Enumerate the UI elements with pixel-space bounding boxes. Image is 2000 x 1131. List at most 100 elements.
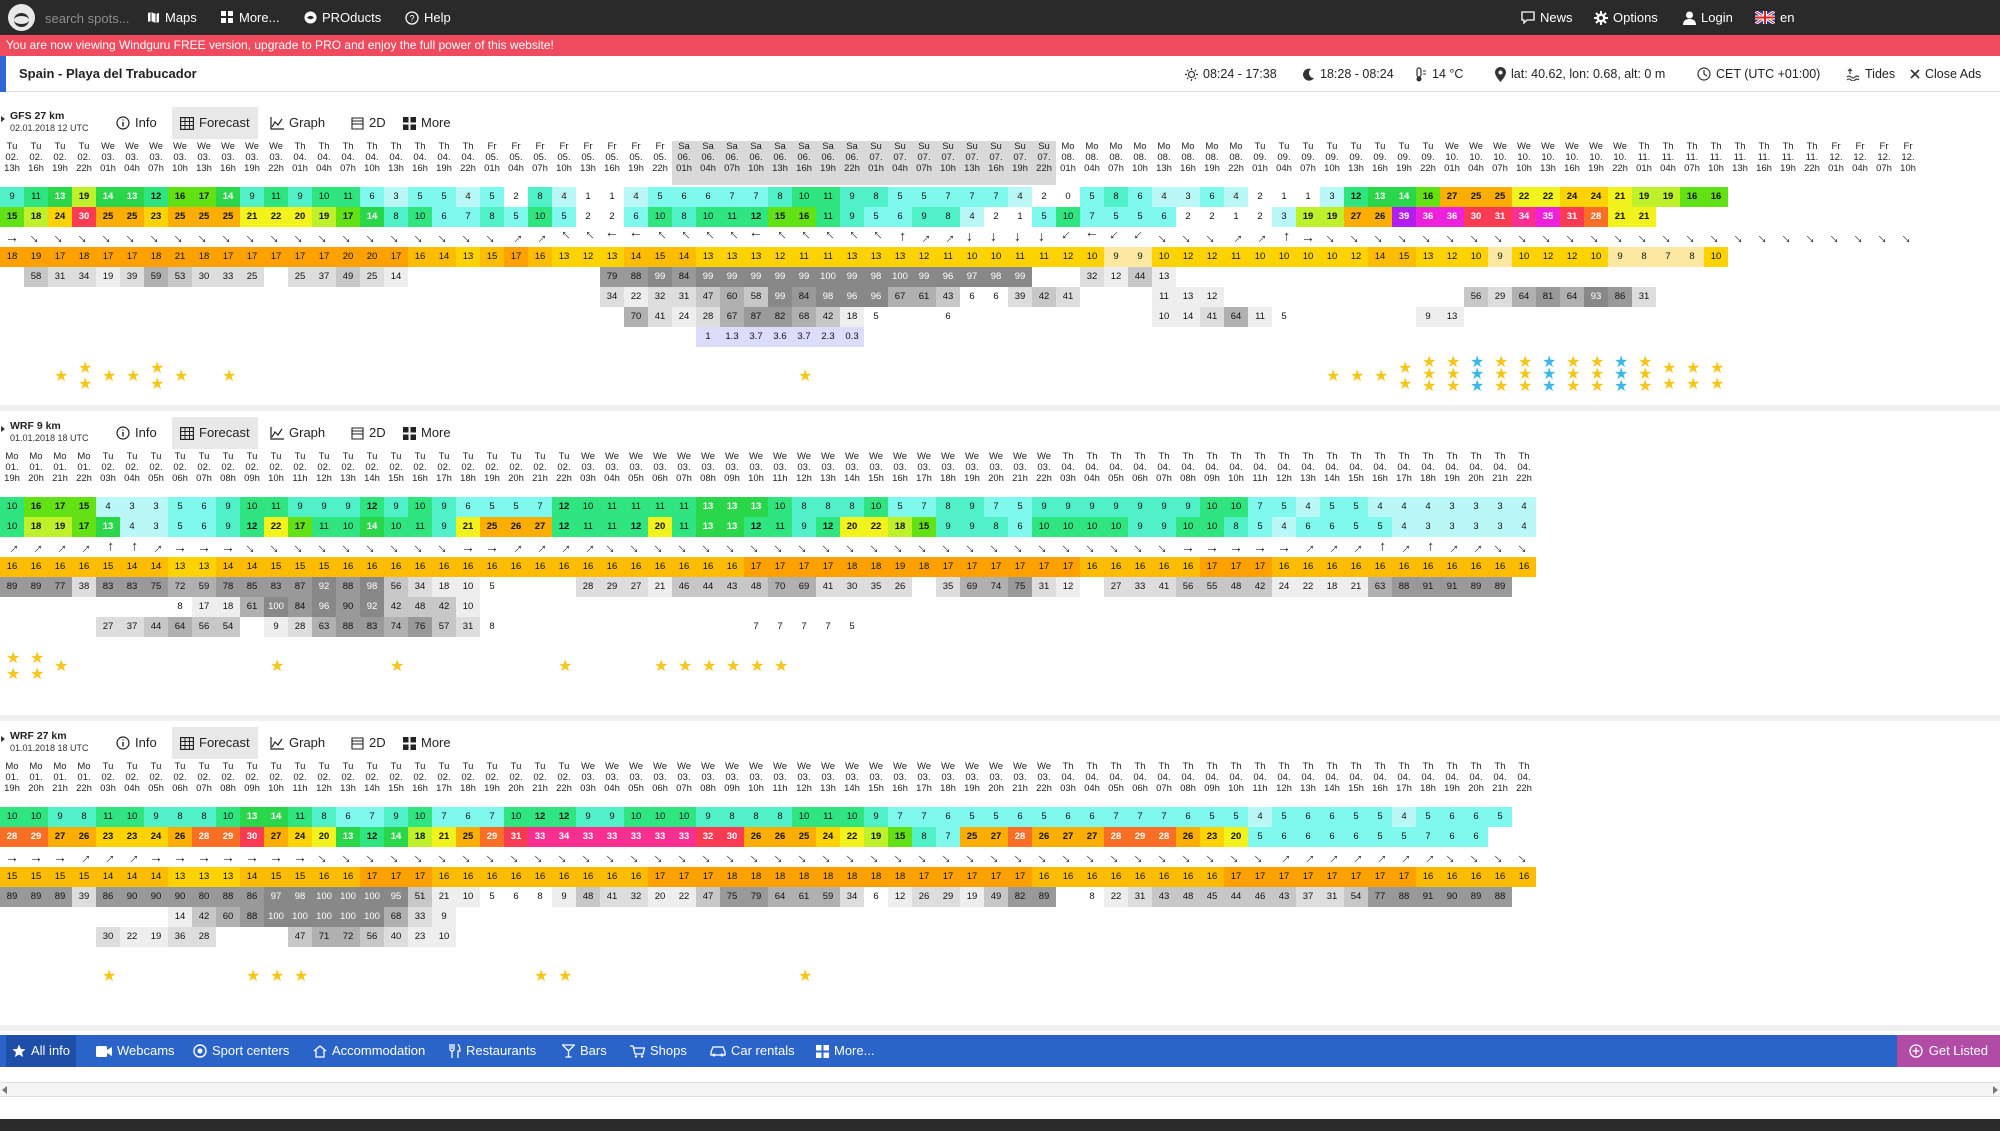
- news-menu[interactable]: News: [1521, 0, 1573, 35]
- tab-2d[interactable]: 2D: [343, 727, 394, 759]
- day-label: Tu: [150, 761, 162, 772]
- scroll-left-icon[interactable]: [2, 1086, 7, 1094]
- wind-gust-cell: 2: [1176, 207, 1200, 227]
- login-menu[interactable]: Login: [1683, 0, 1733, 35]
- wind-direction-cell: →: [1224, 537, 1248, 557]
- tab-forecast[interactable]: Forecast: [172, 727, 258, 759]
- cloud-cover-low-cell: 19: [144, 927, 168, 947]
- wind-gust-cell: 5: [864, 207, 888, 227]
- tides-button[interactable]: Tides: [1846, 56, 1895, 92]
- wind-gust-cell: 6: [1440, 827, 1464, 847]
- scroll-right-icon[interactable]: [1993, 1086, 1998, 1094]
- cloud-cover-high-cell: 30: [840, 577, 864, 597]
- day-label: Tu: [414, 451, 426, 462]
- wind-direction-cell: →: [552, 536, 576, 557]
- tab-forecast[interactable]: Forecast: [172, 417, 258, 449]
- language-menu[interactable]: en: [1755, 0, 1794, 35]
- wind-arrow-icon: →: [49, 226, 71, 248]
- day-label: We: [604, 451, 620, 462]
- tab-graph[interactable]: Graph: [262, 727, 333, 759]
- tab-info[interactable]: Info: [108, 417, 165, 449]
- hour-label: 16h: [892, 783, 908, 794]
- search-input[interactable]: [45, 9, 140, 27]
- cloud-cover-high-cell: 72: [168, 577, 192, 597]
- tab-forecast[interactable]: Forecast: [172, 107, 258, 139]
- temperature-cell: 17: [1320, 867, 1344, 887]
- cloud-cover-high-cell: 69: [792, 577, 816, 597]
- category-bars[interactable]: Bars: [556, 1035, 613, 1067]
- wind-speed-cell: 4: [1224, 187, 1248, 207]
- date-label: 03.: [797, 772, 811, 783]
- cloud-cover-low-cell: 67: [720, 307, 744, 327]
- wind-arrow-icon: →: [1201, 226, 1223, 248]
- options-menu[interactable]: Options: [1594, 0, 1658, 35]
- free-version-banner[interactable]: You are now viewing Windguru FREE versio…: [0, 35, 2000, 56]
- precipitation-cell: 3.7: [744, 327, 768, 347]
- timezone[interactable]: CET (UTC +01:00): [1697, 56, 1820, 92]
- products-menu[interactable]: PROducts: [304, 0, 381, 35]
- wind-direction-cell: →: [312, 536, 336, 557]
- tab-more[interactable]: More: [395, 727, 459, 759]
- wind-gust-cell: 18: [24, 207, 48, 227]
- wind-arrow-icon: →: [697, 536, 719, 558]
- category-shops[interactable]: Shops: [624, 1035, 693, 1067]
- maps-menu[interactable]: Maps: [147, 0, 197, 35]
- category-all-info[interactable]: All info: [6, 1035, 77, 1067]
- wind-gust-cell: 10: [1200, 517, 1224, 537]
- horizontal-scrollbar[interactable]: [0, 1082, 2000, 1097]
- cloud-cover-high-cell: 80: [192, 887, 216, 907]
- day-label: Tu: [294, 761, 306, 772]
- date-label: 04.: [365, 152, 379, 163]
- tab-graph[interactable]: Graph: [262, 107, 333, 139]
- expand-arrow-icon[interactable]: [1, 736, 5, 742]
- model-separator: [0, 1025, 2000, 1031]
- wind-arrow-icon: →: [1273, 846, 1295, 868]
- hour-label: 10h: [268, 783, 284, 794]
- more-menu[interactable]: More...: [221, 0, 279, 35]
- wind-speed-cell: 4: [1296, 497, 1320, 517]
- wind-speed-cell: 25: [1464, 187, 1488, 207]
- temperature-cell: 17: [1200, 557, 1224, 577]
- category-webcams[interactable]: Webcams: [90, 1035, 181, 1067]
- help-menu[interactable]: ? Help: [405, 0, 451, 35]
- tab-more[interactable]: More: [395, 107, 459, 139]
- category-car-rentals[interactable]: Car rentals: [704, 1035, 801, 1067]
- windguru-logo[interactable]: [8, 4, 35, 31]
- cloud-cover-mid-cell: 58: [744, 287, 768, 307]
- day-label: Fr: [1879, 141, 1889, 152]
- category-sport-centers[interactable]: Sport centers: [187, 1035, 295, 1067]
- cloud-cover-high-cell: 89: [24, 577, 48, 597]
- expand-arrow-icon[interactable]: [1, 116, 5, 122]
- wind-direction-cell: →: [360, 536, 384, 557]
- cloud-cover-high-cell: 53: [168, 267, 192, 287]
- category-more[interactable]: More...: [810, 1035, 880, 1067]
- tab-graph[interactable]: Graph: [262, 417, 333, 449]
- wind-speed-cell: 10: [768, 497, 792, 517]
- cloud-cover-mid-cell: 64: [1512, 287, 1536, 307]
- cloud-cover-high-cell: 9: [552, 887, 576, 907]
- wind-direction-cell: →: [864, 536, 888, 557]
- wind-arrow-icon: →: [1465, 846, 1487, 868]
- temperature-cell: 13: [696, 247, 720, 267]
- category-restaurants[interactable]: Restaurants: [443, 1035, 542, 1067]
- tab-info[interactable]: Info: [108, 727, 165, 759]
- cloud-cover-high-cell: 49: [336, 267, 360, 287]
- get-listed-button[interactable]: Get Listed: [1896, 1035, 2000, 1067]
- expand-arrow-icon[interactable]: [1, 426, 5, 432]
- tab-2d[interactable]: 2D: [343, 417, 394, 449]
- date-label: 03.: [581, 462, 595, 473]
- date-label: 04.: [1493, 772, 1507, 783]
- category-accommodation[interactable]: Accommodation: [307, 1035, 431, 1067]
- date-label: 09.: [1349, 152, 1363, 163]
- sun-icon: [1185, 67, 1198, 81]
- tab-info[interactable]: Info: [108, 107, 165, 139]
- close-ads-button[interactable]: Close Ads: [1910, 56, 1981, 92]
- tab-more[interactable]: More: [395, 417, 459, 449]
- tab-2d[interactable]: 2D: [343, 107, 394, 139]
